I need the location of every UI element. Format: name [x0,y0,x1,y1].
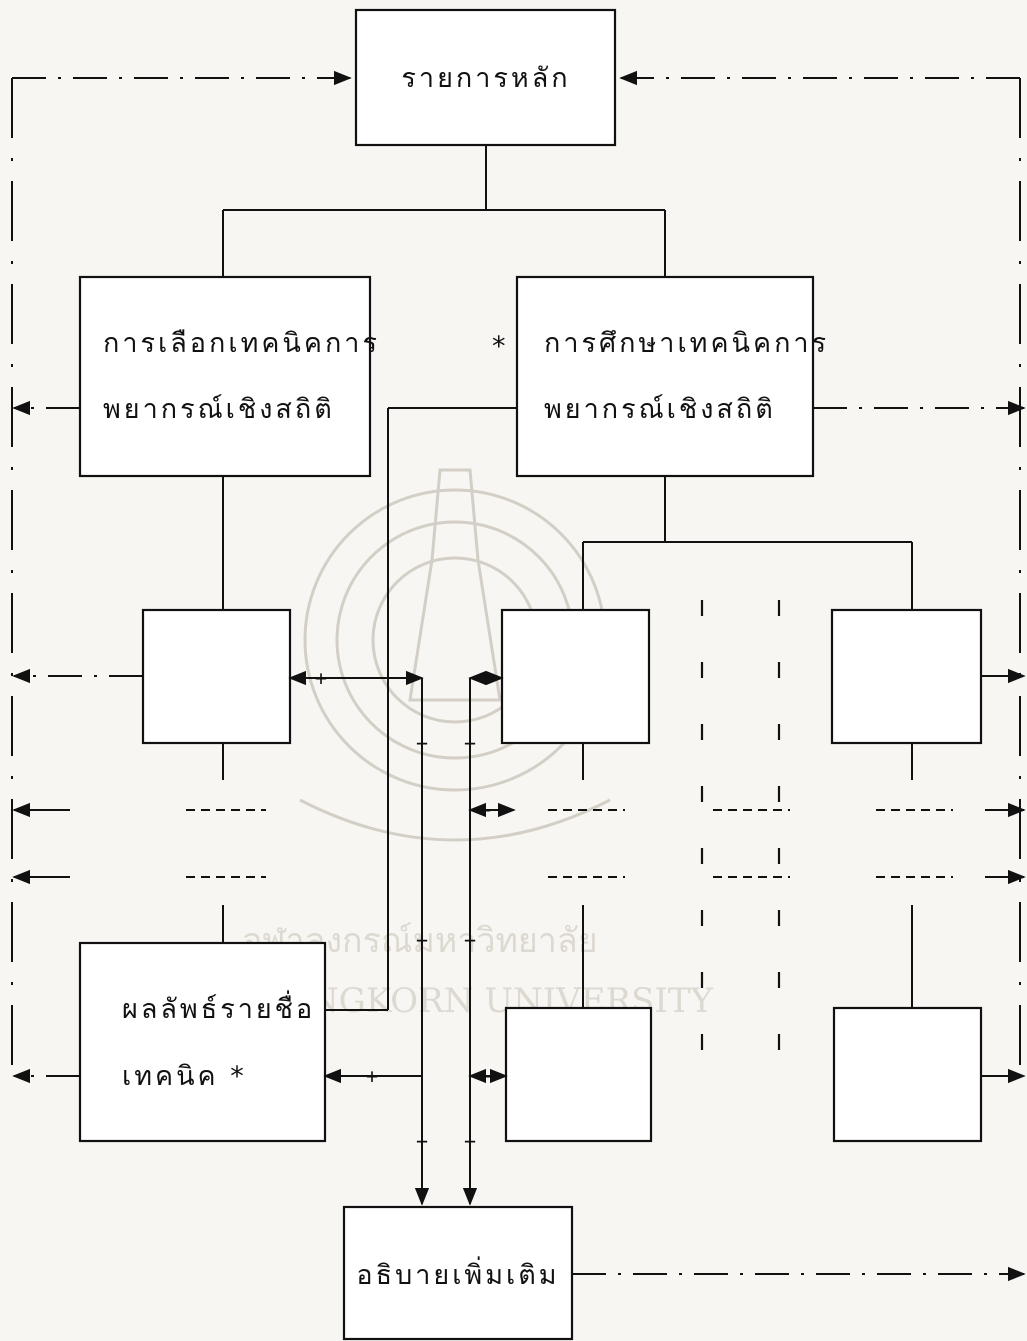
more-info-box [342,1205,574,1341]
study-technique-label-1: การศึกษาเทคนิคการ [544,328,829,359]
plus-marker: + [479,1064,491,1088]
plus-marker: + [366,1064,378,1088]
hierarchy-lines [222,145,913,1011]
plus-marker: + [416,1129,428,1153]
plus-marker: + [464,731,476,755]
study-technique-box [515,275,815,478]
continuation-dashes [186,600,953,1090]
return-loop-lines [11,70,1026,1282]
main-menu-label: รายการหลัก [401,63,570,94]
result-box [78,941,327,1143]
select-technique-label-1: การเลือกเทคนิคการ [103,328,380,359]
study-sub-box-2 [504,1006,653,1143]
more-info-label: อธิบายเพิ่มเติม [356,1256,559,1291]
plus-markers: + + + + + + + + + + + [315,666,491,1153]
left-sub-box [141,608,292,745]
study-sub-box-n [830,608,983,745]
plus-marker: + [479,798,491,822]
select-technique-box [78,275,372,478]
result-label-2: เทคนิค * [122,1061,247,1092]
plus-marker: + [416,731,428,755]
main-menu-box [354,8,617,147]
select-technique-label-2: พยากรณ์เชิงสถิติ [103,393,335,425]
plus-marker: + [416,928,428,952]
plus-marker: + [464,1129,476,1153]
study-marker: * [492,331,509,362]
explanation-links [288,670,516,1206]
plus-marker: + [315,666,327,690]
study-sub-box-1 [500,608,651,745]
study-sub-box-m [832,1006,983,1143]
result-label-1: ผลลัพธ์รายชื่อ [122,990,315,1025]
plus-marker: + [464,928,476,952]
plus-marker: + [479,666,491,690]
study-technique-label-2: พยากรณ์เชิงสถิติ [544,393,776,425]
